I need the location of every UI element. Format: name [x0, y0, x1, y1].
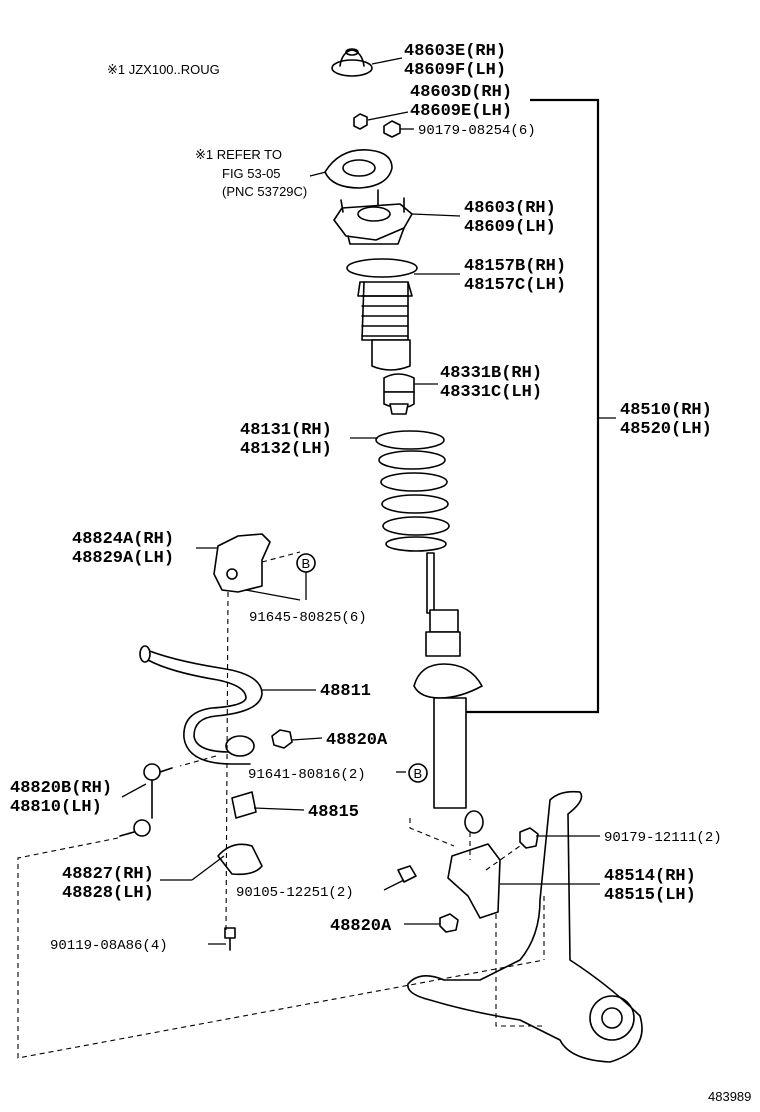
label-48331b: 48331B(RH) — [440, 364, 542, 383]
bound-stopper-part — [383, 373, 415, 415]
label-91645-80825: 91645-80825(6) — [249, 610, 367, 626]
label-48811: 48811 — [320, 682, 371, 701]
stabilizer-bracket-part — [213, 533, 271, 593]
label-48515: 48515(LH) — [604, 886, 696, 905]
label-48603d: 48603D(RH) — [410, 83, 512, 102]
applicability-note: ※1 JZX100..ROUG — [107, 62, 220, 77]
label-90179-12111: 90179-12111(2) — [604, 830, 722, 846]
upper-support-part — [333, 189, 413, 245]
label-48829a: 48829A(LH) — [72, 549, 174, 568]
shock-absorber-part — [413, 552, 484, 834]
nut-top-part — [271, 729, 293, 749]
label-48824a: 48824A(RH) — [72, 530, 174, 549]
label-48603: 48603(RH) — [464, 199, 556, 218]
label-48331c: 48331C(LH) — [440, 383, 542, 402]
label-48131: 48131(RH) — [240, 421, 332, 440]
marker-b-upper-label: B — [302, 556, 311, 571]
dust-boot-part — [346, 258, 418, 371]
label-90119-08a86: 90119-08A86(4) — [50, 938, 168, 954]
marker-b-upper: B — [296, 553, 316, 600]
dashed-relation-lines — [17, 551, 545, 1059]
label-48514: 48514(RH) — [604, 867, 696, 886]
label-48828: 48828(LH) — [62, 884, 154, 903]
refer-note-line3: (PNC 53729C) — [222, 184, 307, 199]
nut-part — [353, 113, 401, 138]
assembly-bracket — [466, 98, 600, 714]
refer-note-line1: ※1 REFER TO — [195, 147, 282, 162]
nut-90179-part — [519, 827, 539, 849]
label-48520: 48520(LH) — [620, 420, 712, 439]
label-48820a-bottom: 48820A — [330, 917, 392, 936]
refer-note-line2: FIG 53-05 — [222, 166, 281, 181]
label-48132: 48132(LH) — [240, 440, 332, 459]
gasket-plate-part — [324, 149, 393, 189]
lower-bracket-part — [447, 843, 501, 919]
label-48815: 48815 — [308, 803, 359, 822]
bolt-lower-part — [397, 865, 417, 883]
label-48820a-top: 48820A — [326, 731, 388, 750]
label-90179-08254: 90179-08254(6) — [418, 123, 536, 139]
label-91641-80816: 91641-80816(2) — [248, 767, 366, 783]
stabilizer-bar-part — [139, 645, 263, 765]
bushing-part — [231, 791, 257, 819]
label-48609: 48609(LH) — [464, 218, 556, 237]
bushing-clamp-part — [217, 843, 263, 876]
label-48820b: 48820B(RH) — [10, 779, 112, 798]
nut-bottom-part — [439, 913, 459, 933]
dust-cap-part — [331, 48, 373, 77]
label-48609e: 48609E(LH) — [410, 102, 512, 121]
label-48810: 48810(LH) — [10, 798, 102, 817]
label-48827: 48827(RH) — [62, 865, 154, 884]
label-48157b: 48157B(RH) — [464, 257, 566, 276]
label-48603e: 48603E(RH) — [404, 42, 506, 61]
label-90105-12251: 90105-12251(2) — [236, 885, 354, 901]
coil-spring-part — [375, 430, 450, 552]
figure-number: 483989 — [708, 1089, 751, 1104]
label-48510: 48510(RH) — [620, 401, 712, 420]
stabilizer-link-part — [119, 763, 173, 837]
marker-b-lower-label: B — [414, 766, 423, 781]
label-48157c: 48157C(LH) — [464, 276, 566, 295]
bolt-part — [224, 927, 236, 951]
marker-b-lower: B — [408, 763, 428, 783]
refer-note: ※1 REFER TO FIG 53-05 (PNC 53729C) — [195, 147, 307, 199]
label-48609f: 48609F(LH) — [404, 61, 506, 80]
leader-lines — [121, 57, 600, 945]
steering-knuckle-part — [407, 790, 643, 1063]
